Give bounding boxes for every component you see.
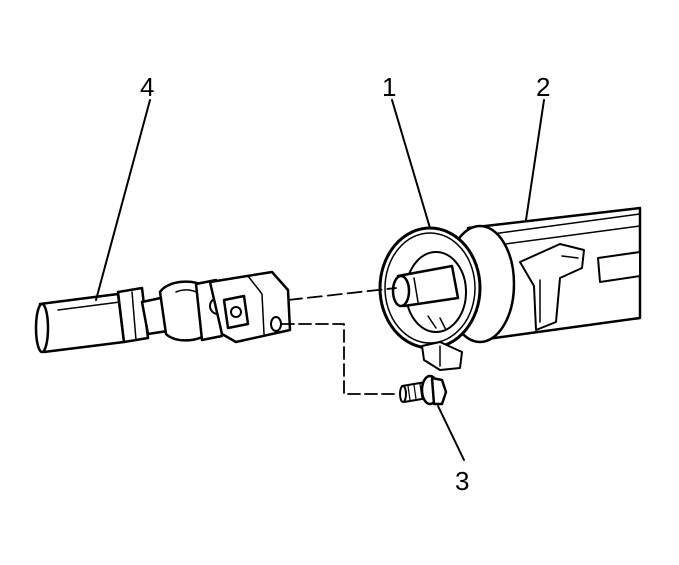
bolt-installation-path — [281, 323, 399, 395]
leader-1 — [391, 99, 431, 229]
callout-2: 2 — [536, 72, 550, 102]
pinch-bolt — [399, 374, 448, 406]
leader-4 — [95, 99, 151, 301]
alignment-dashed-line — [287, 287, 397, 301]
leader-3 — [437, 405, 465, 461]
intermediate-shaft — [34, 286, 176, 354]
universal-joint — [158, 270, 292, 344]
callout-leaders — [95, 99, 545, 461]
leader-2 — [525, 99, 545, 221]
steering-column-shaft-end — [391, 264, 460, 308]
callout-4: 4 — [140, 72, 154, 102]
callout-3: 3 — [455, 466, 469, 496]
callout-1: 1 — [382, 72, 396, 102]
